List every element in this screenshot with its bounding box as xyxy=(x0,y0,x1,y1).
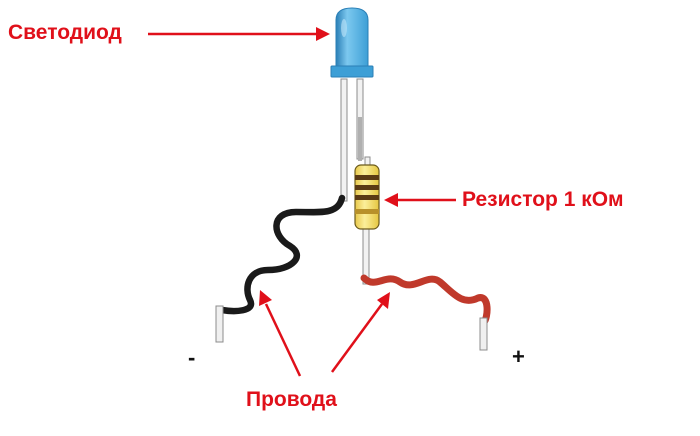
led-leads xyxy=(340,78,364,202)
wires-arrow-right-head xyxy=(377,292,390,309)
minus-sign: - xyxy=(188,345,196,370)
red-wire xyxy=(360,274,491,351)
black-wire-path xyxy=(218,194,346,315)
red-wire-path xyxy=(360,274,491,326)
wires-arrow-left-head xyxy=(259,290,272,306)
resistor-band-3 xyxy=(355,195,379,200)
resistor-label: Резистор 1 кОм xyxy=(462,188,624,211)
resistor-band-4 xyxy=(355,209,379,214)
led-body xyxy=(335,7,369,69)
plus-terminal xyxy=(479,317,488,351)
arrows xyxy=(148,27,456,377)
plus-sign: + xyxy=(512,344,525,369)
wires-arrow-right-line xyxy=(330,303,384,373)
resistor xyxy=(354,164,380,230)
wires-label: Провода xyxy=(246,388,337,411)
resistor-band-1 xyxy=(355,175,379,180)
led-label: Светодиод xyxy=(8,21,122,44)
minus-terminal xyxy=(215,305,224,343)
led-arrow-head xyxy=(316,27,330,41)
led-rim xyxy=(330,65,374,78)
black-wire xyxy=(215,194,346,343)
resistor-arrow-head xyxy=(384,193,398,207)
led xyxy=(330,7,374,78)
resistor-band-2 xyxy=(355,185,379,190)
wires-arrow-left-line xyxy=(264,303,302,377)
